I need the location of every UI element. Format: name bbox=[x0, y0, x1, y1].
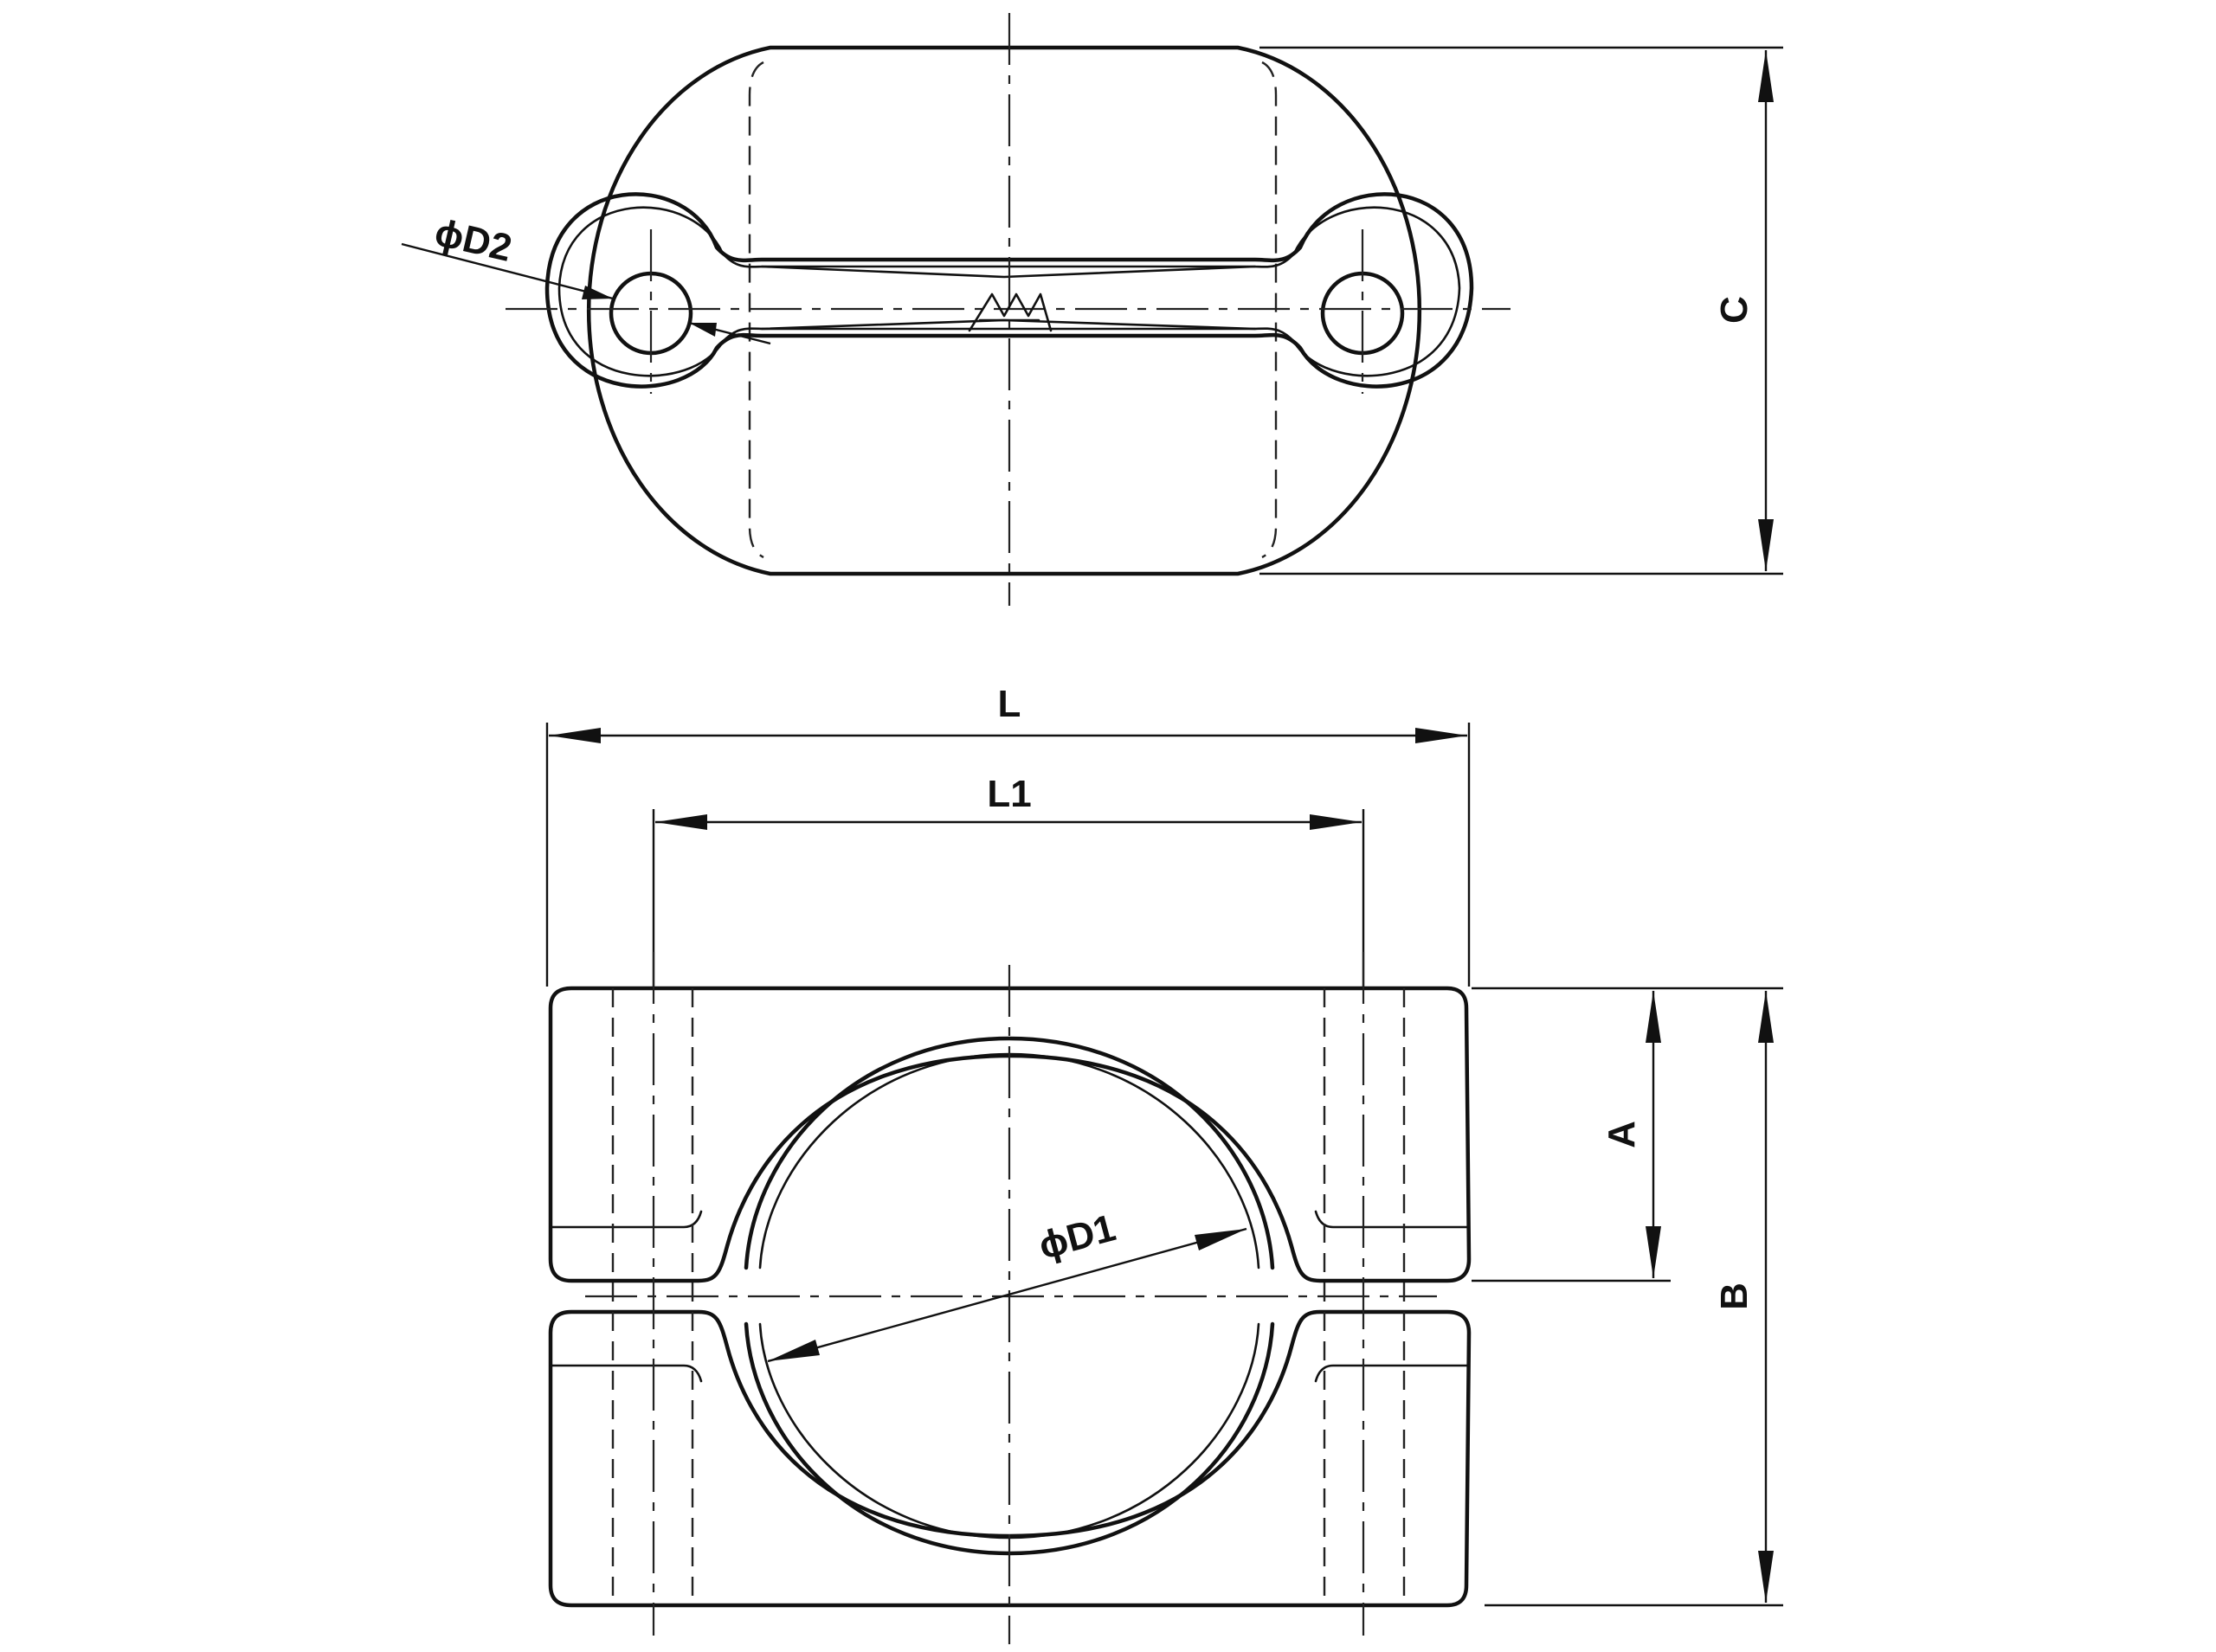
c-arrow-top bbox=[1758, 50, 1774, 102]
top-view: ϕD2 C bbox=[401, 13, 1783, 606]
upper-flange-step-right bbox=[1314, 1210, 1471, 1229]
d1-label: ϕD1 bbox=[1034, 1206, 1120, 1267]
top-view-plate-edge-top bbox=[760, 265, 1257, 279]
lower-half-outline bbox=[548, 1309, 1472, 1608]
l-arrow-right bbox=[1415, 728, 1467, 743]
c-arrow-bottom bbox=[1758, 519, 1774, 571]
front-view: L L1 ϕD1 bbox=[545, 683, 1783, 1644]
a-arrow-bottom bbox=[1646, 1226, 1661, 1278]
c-label: C bbox=[1713, 296, 1755, 324]
d2-arrow-right bbox=[689, 323, 717, 337]
top-view-outer-outline bbox=[586, 45, 1422, 576]
top-view-hidden-edge-left bbox=[748, 61, 764, 559]
lower-flange-step-right bbox=[1314, 1364, 1471, 1383]
d2-arrow-left bbox=[582, 286, 613, 299]
d1-dimension-line bbox=[767, 1227, 1247, 1363]
top-view-bolt-plate-outer bbox=[544, 192, 1474, 389]
d1-arrow-upper bbox=[1195, 1229, 1246, 1250]
a-label: A bbox=[1601, 1121, 1643, 1148]
a-arrow-top bbox=[1646, 991, 1661, 1043]
lower-flange-step bbox=[549, 1364, 703, 1383]
brand-logo bbox=[968, 292, 1053, 332]
l1-label: L1 bbox=[987, 773, 1031, 815]
d2-leader-line bbox=[401, 242, 614, 300]
b-arrow-bottom bbox=[1758, 1551, 1774, 1603]
l1-arrow-left bbox=[655, 814, 707, 830]
l1-arrow-right bbox=[1310, 814, 1362, 830]
d2-label: ϕD2 bbox=[431, 211, 516, 270]
l-arrow-left bbox=[549, 728, 601, 743]
d1-arrow-lower bbox=[768, 1340, 820, 1361]
upper-bore-outer bbox=[744, 1036, 1275, 1270]
b-arrow-top bbox=[1758, 991, 1774, 1043]
top-view-hidden-edge-right bbox=[1261, 61, 1278, 559]
b-label: B bbox=[1713, 1282, 1755, 1310]
l-label: L bbox=[998, 683, 1021, 725]
upper-flange-step bbox=[549, 1210, 703, 1229]
top-view-bolt-plate-inner bbox=[557, 206, 1461, 377]
